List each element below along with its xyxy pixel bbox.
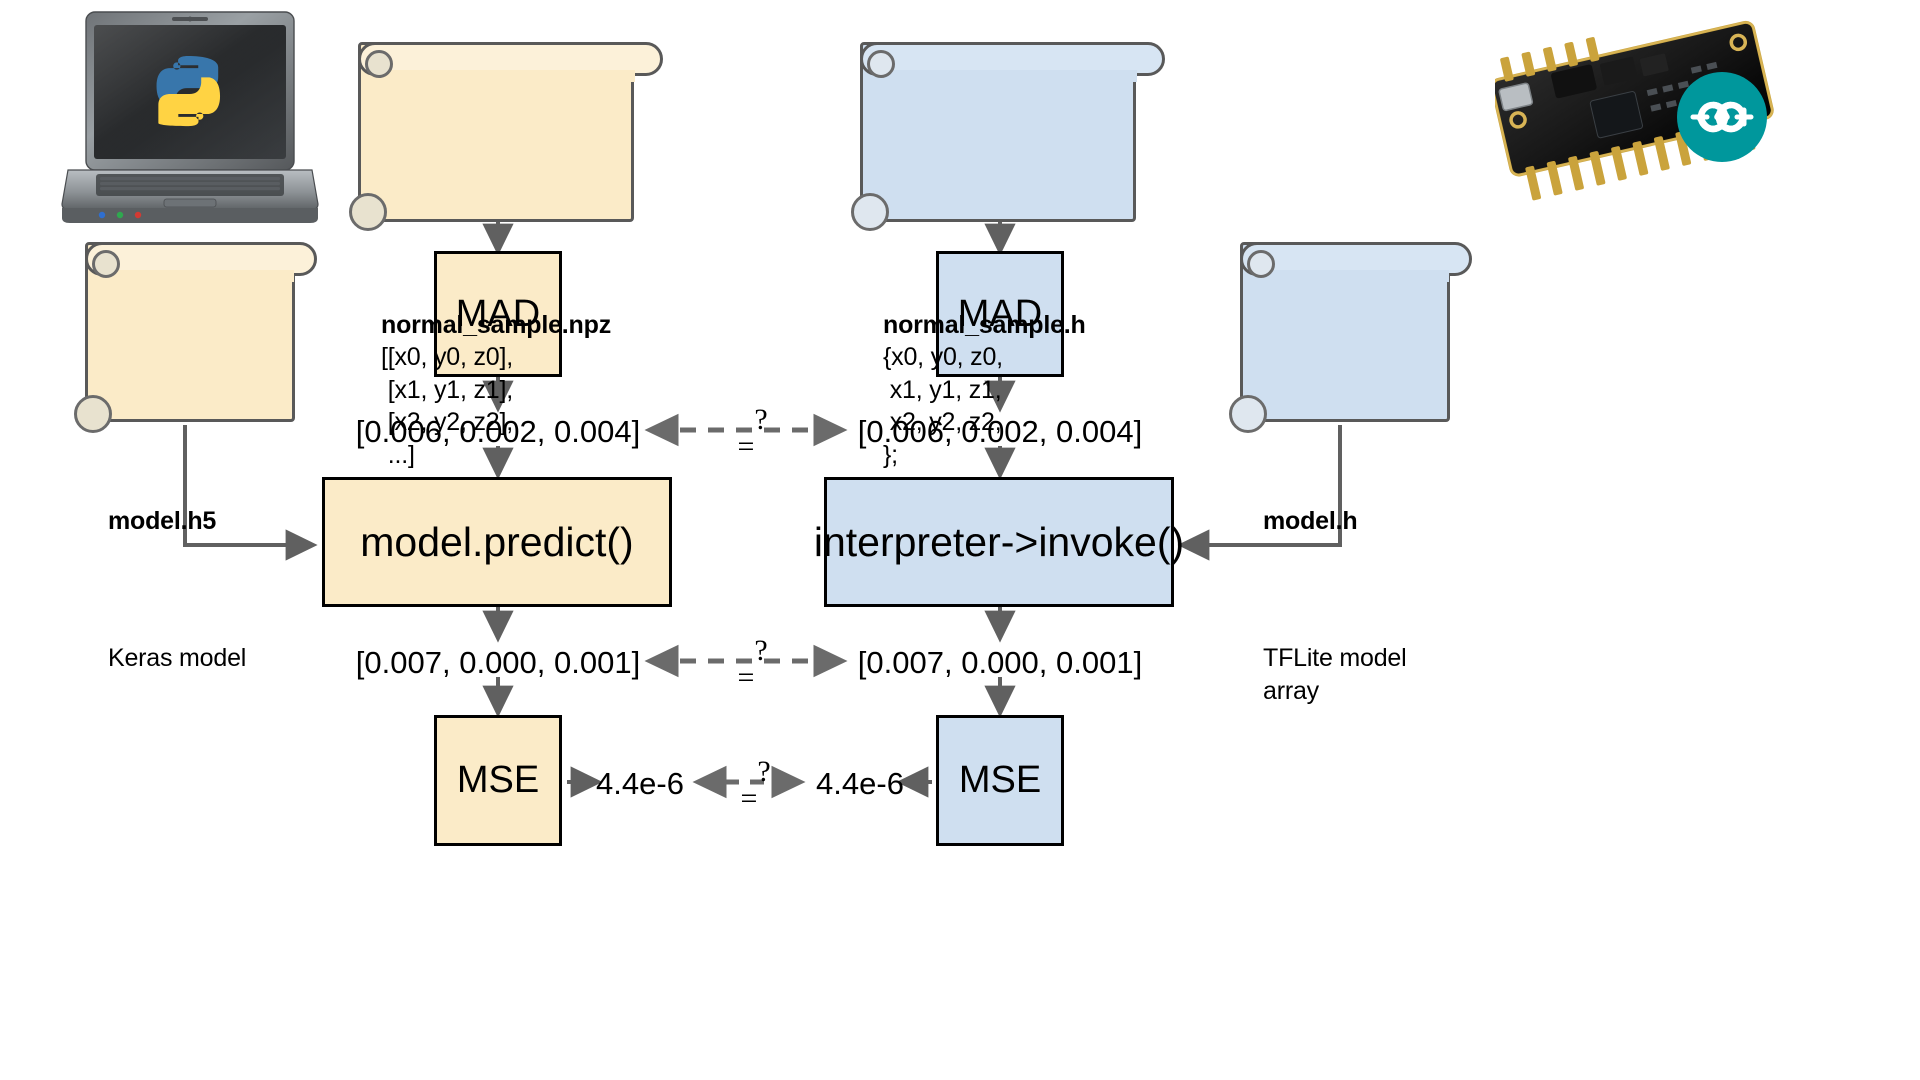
note-normal-sample-npz[interactable]: normal_sample.npz [[x0, y0, z0], [x1, y1,… bbox=[349, 42, 663, 469]
compare-symbol: ? = bbox=[737, 633, 768, 695]
note-title: normal_sample.npz bbox=[381, 310, 611, 339]
note-content: normal_sample.npz [[x0, y0, z0], [x1, y1,… bbox=[381, 244, 615, 504]
note-model-h5[interactable]: model.h5 Keras model bbox=[74, 242, 317, 672]
note-curl-bottom-icon bbox=[1229, 395, 1267, 433]
value-text: [0.006, 0.002, 0.004] bbox=[857, 414, 1143, 449]
note-content: model.h TFLite model array bbox=[1263, 440, 1431, 773]
note-curl-eye-icon bbox=[365, 50, 393, 78]
note-curl-eye-icon bbox=[92, 250, 120, 278]
value-predict-out-left: [0.007, 0.000, 0.001] bbox=[318, 645, 678, 681]
box-interpreter-invoke[interactable]: interpreter->invoke() bbox=[814, 477, 1184, 607]
compare-mark-mad: ? = bbox=[706, 378, 786, 488]
value-text: [0.006, 0.002, 0.004] bbox=[355, 414, 641, 449]
value-text: 4.4e-6 bbox=[816, 766, 904, 801]
box-mad-left[interactable]: MAD bbox=[434, 251, 562, 377]
note-body: TFLite model array bbox=[1263, 644, 1407, 705]
box-mse-left[interactable]: MSE bbox=[434, 715, 562, 846]
note-curl-bottom-icon bbox=[851, 193, 889, 231]
note-body: {x0, y0, z0, x1, y1, z1, x2, y2, z2, }; bbox=[883, 343, 1003, 469]
box-mse-right[interactable]: MSE bbox=[936, 715, 1064, 846]
note-title: normal_sample.h bbox=[883, 310, 1086, 339]
value-invoke-out-right: [0.007, 0.000, 0.001] bbox=[820, 645, 1180, 681]
value-text: [0.007, 0.000, 0.001] bbox=[857, 645, 1143, 680]
value-mse-out-left: 4.4e-6 bbox=[575, 766, 705, 802]
compare-mark-predict: ? = bbox=[706, 609, 786, 719]
note-model-h[interactable]: model.h TFLite model array bbox=[1229, 242, 1472, 705]
compare-mark-mse: ? = bbox=[709, 730, 789, 840]
note-content: model.h5 Keras model bbox=[108, 440, 276, 740]
note-normal-sample-h[interactable]: normal_sample.h {x0, y0, z0, x1, y1, z1, … bbox=[851, 42, 1165, 469]
note-title: model.h5 bbox=[108, 506, 217, 535]
note-curl-mask bbox=[879, 70, 1137, 82]
note-curl-mask bbox=[104, 270, 294, 282]
note-curl-eye-icon bbox=[867, 50, 895, 78]
note-body: [[x0, y0, z0], [x1, y1, z1], [x2, y2, z2… bbox=[381, 343, 513, 469]
box-model-predict[interactable]: model.predict() bbox=[322, 477, 672, 607]
note-content: normal_sample.h {x0, y0, z0, x1, y1, z1, … bbox=[883, 244, 1117, 504]
box-label: MAD bbox=[455, 292, 541, 335]
box-mad-right[interactable]: MAD bbox=[936, 251, 1064, 377]
note-curl-bottom-icon bbox=[74, 395, 112, 433]
value-mad-out-right: [0.006, 0.002, 0.004] bbox=[820, 414, 1180, 450]
compare-symbol: ? = bbox=[737, 402, 768, 464]
compare-symbol: ? = bbox=[740, 754, 771, 816]
box-label: MAD bbox=[957, 292, 1043, 335]
box-label: interpreter->invoke() bbox=[813, 518, 1185, 565]
python-laptop-illustration bbox=[60, 8, 320, 228]
box-label: MSE bbox=[958, 759, 1042, 801]
value-mse-out-right: 4.4e-6 bbox=[795, 766, 925, 802]
value-text: 4.4e-6 bbox=[596, 766, 684, 801]
note-curl-mask bbox=[1259, 270, 1449, 282]
value-mad-out-left: [0.006, 0.002, 0.004] bbox=[318, 414, 678, 450]
note-curl-bottom-icon bbox=[349, 193, 387, 231]
value-text: [0.007, 0.000, 0.001] bbox=[355, 645, 641, 680]
box-label: model.predict() bbox=[360, 518, 634, 565]
arduino-board-illustration bbox=[1495, 10, 1795, 240]
note-curl-eye-icon bbox=[1247, 250, 1275, 278]
box-label: MSE bbox=[456, 759, 540, 801]
note-title: model.h bbox=[1263, 506, 1358, 535]
note-curl-mask bbox=[377, 70, 635, 82]
note-body: Keras model bbox=[108, 644, 247, 672]
